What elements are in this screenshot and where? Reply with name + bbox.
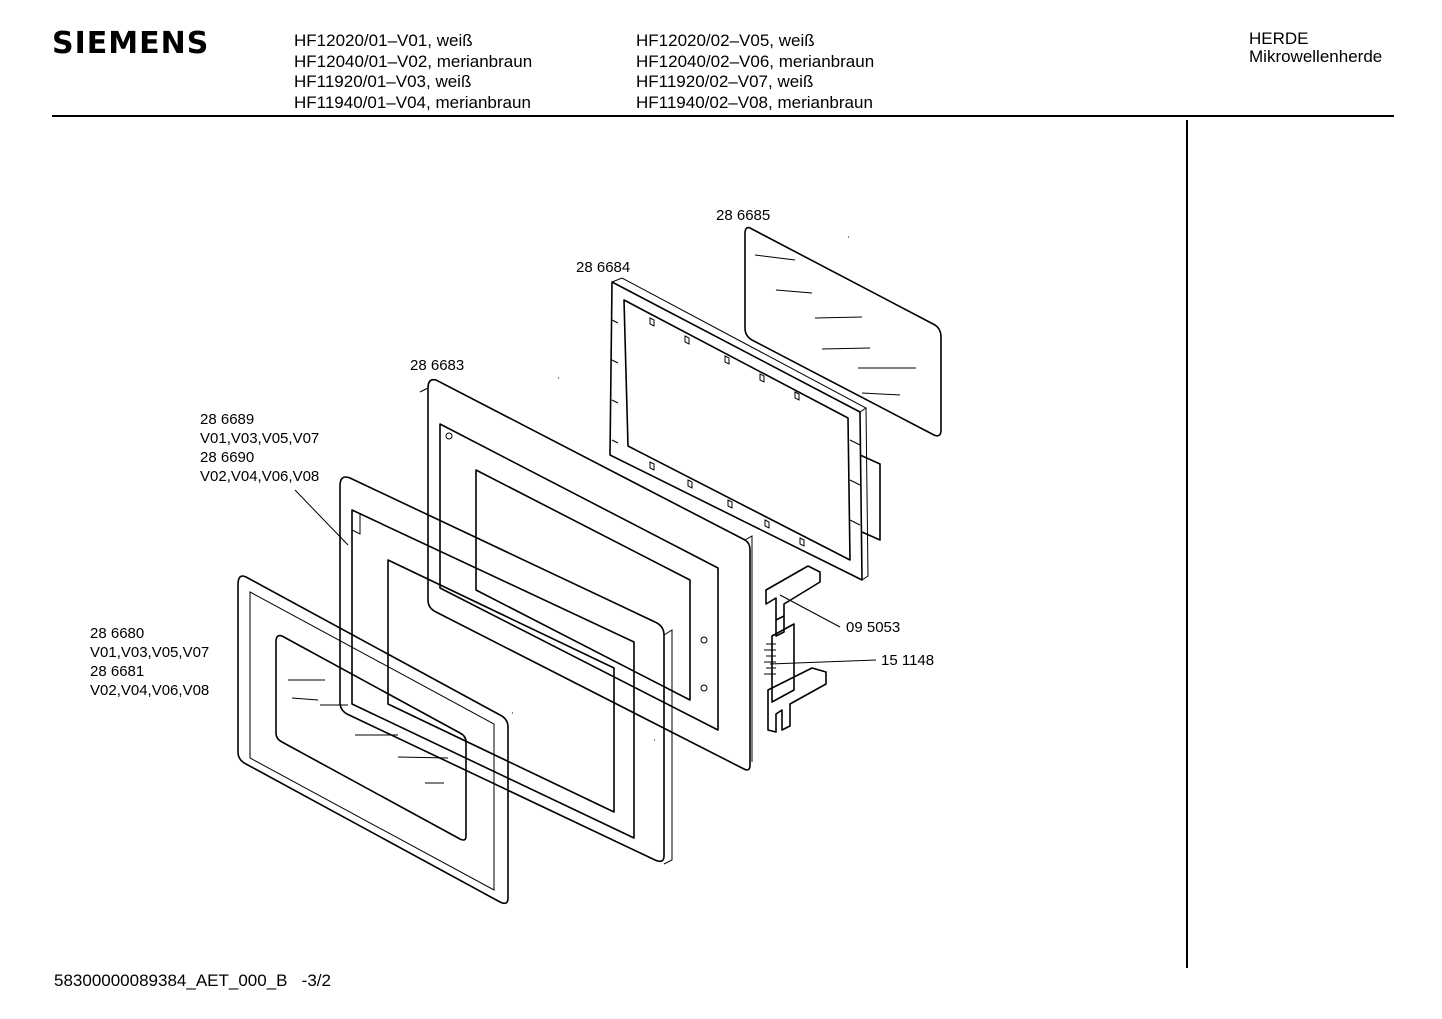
category-title: HERDE (1249, 29, 1309, 48)
model-line: HF11920/02–V07, weiß (636, 72, 814, 92)
model-line: HF12020/02–V05, weiß (636, 31, 815, 50)
header-rule (52, 115, 1394, 117)
glass-pane-part (744, 226, 942, 437)
model-line: HF11920/01–V03, weiß (294, 72, 472, 92)
variant-label: V02,V04,V06,V08 (90, 682, 210, 699)
model-line: HF11940/02–V08, merianbraun (636, 93, 873, 113)
brand-logo: SIEMENS (52, 26, 210, 61)
model-line: HF12040/02–V06, merianbraun (636, 51, 875, 71)
category-subtitle: Mikrowellenherde (1249, 47, 1383, 66)
part-number-label: 28 6680 (90, 625, 145, 642)
part-number-label: 28 6681 (90, 663, 145, 680)
model-line: HF12040/01–V02, merianbraun (294, 51, 533, 71)
model-list-left: HF12020/01–V01, weiß HF12040/01–V02, mer… (294, 31, 532, 114)
latch-part (765, 565, 827, 733)
part-number-label: 15 1148 (881, 652, 935, 669)
model-line: HF12020/01–V01, weiß (294, 31, 473, 50)
door-frame-part (609, 277, 881, 581)
part-number-label: 28 6685 (716, 207, 771, 224)
part-number-label: 28 6683 (410, 357, 465, 374)
front-glass-part (237, 575, 509, 905)
spring-part (764, 643, 776, 675)
document-id-footer: 58300000089384_AET_000_B -3/2 (54, 971, 331, 990)
part-number-label: 28 6690 (200, 449, 255, 466)
leader-lines (294, 489, 877, 665)
part-label-group: 28 6680 V01,V03,V05,V07 28 6681 V02,V04,… (90, 624, 209, 700)
inner-door-panel-part (419, 378, 753, 771)
category-block: HERDE Mikrowellenherde (1249, 30, 1382, 66)
part-number-label: 28 6684 (576, 259, 631, 276)
part-number-label: 28 6689 (200, 411, 255, 428)
variant-label: V01,V03,V05,V07 (90, 644, 210, 661)
side-rule (1186, 120, 1188, 968)
variant-label: V01,V03,V05,V07 (200, 430, 320, 447)
outer-door-frame-part (339, 476, 673, 865)
variant-label: V02,V04,V06,V08 (200, 468, 320, 485)
part-number-label: 09 5053 (846, 619, 901, 636)
model-line: HF11940/01–V04, merianbraun (294, 93, 531, 113)
part-label-group: 28 6689 V01,V03,V05,V07 28 6690 V02,V04,… (200, 410, 319, 486)
model-list-right: HF12020/02–V05, weiß HF12040/02–V06, mer… (636, 31, 874, 114)
